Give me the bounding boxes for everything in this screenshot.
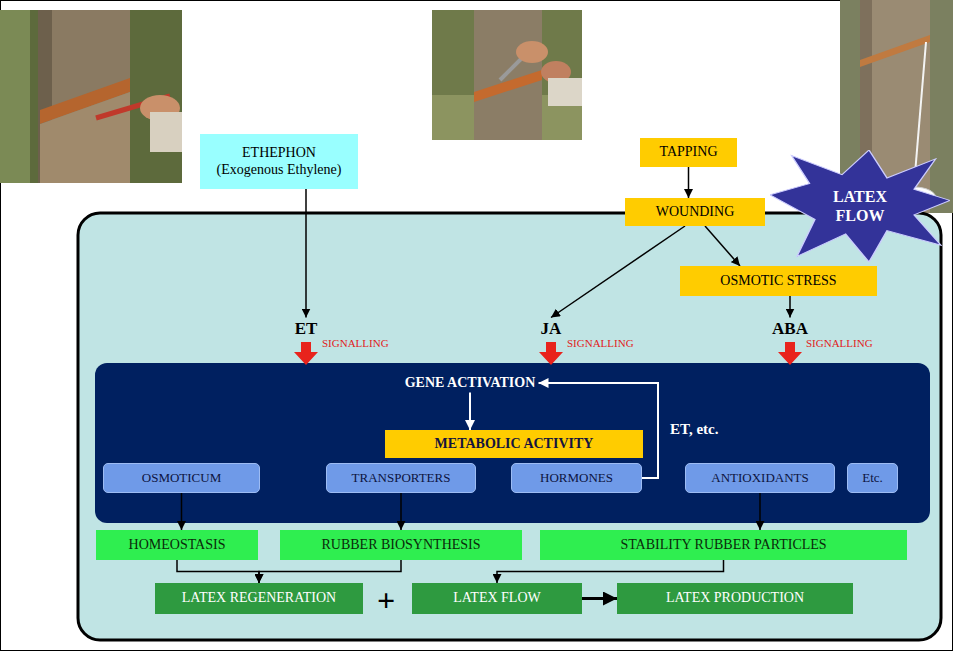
star-outline: [770, 150, 950, 262]
node-text: (Exogenous Ethylene): [217, 162, 342, 179]
node-text: HORMONES: [540, 470, 613, 486]
outcome-box: RUBBER BIOSYNTHESIS: [280, 530, 522, 560]
connector-arrow: [789, 296, 791, 318]
node-text: LATEX PRODUCTION: [666, 590, 804, 607]
node-text: ABA: [772, 319, 808, 339]
component-box: TRANSPORTERS: [326, 463, 476, 493]
node-text: OSMOTICUM: [142, 470, 221, 486]
signal-arrow: [294, 342, 318, 365]
star-burst: LATEX FLOW: [770, 150, 950, 262]
component-box: HORMONES: [511, 463, 642, 493]
connector-arrow: [705, 226, 740, 266]
result-box: LATEX REGENERATION: [155, 583, 363, 614]
node-text: LATEX FLOW: [453, 590, 541, 607]
node-text: ANTIOXIDANTS: [711, 470, 809, 486]
star-shape: [770, 150, 950, 262]
node-text: WOUNDING: [656, 204, 735, 221]
node-text: Etc.: [862, 470, 883, 486]
hormone-label: ABA: [769, 318, 811, 341]
signal-label: SIGNALLING: [806, 337, 873, 349]
process-box: METABOLIC ACTIVITY: [385, 430, 643, 458]
node-text: LATEX REGENERATION: [182, 590, 336, 607]
node-text: RUBBER BIOSYNTHESIS: [321, 537, 480, 554]
node-text: LATEX FLOW: [818, 187, 902, 225]
connector-arrow: [582, 597, 617, 600]
signal-arrow: [778, 342, 802, 365]
hormone-label: JA: [538, 318, 565, 341]
connector-arrow: [400, 493, 402, 530]
process-heading: GENE ACTIVATION: [402, 374, 539, 393]
gene-panel: [95, 363, 930, 523]
node-text: OSMOTIC STRESS: [720, 273, 836, 290]
connector-arrow: [551, 226, 685, 318]
outcome-box: HOMEOSTASIS: [96, 530, 258, 560]
connector-arrow: [305, 189, 307, 318]
component-box: OSMOTICUM: [103, 463, 260, 493]
node-text: ETHEPHON: [242, 145, 316, 162]
connector-arrow: [259, 560, 401, 583]
component-box: ANTIOXIDANTS: [685, 463, 835, 493]
outcome-box: STABILITY RUBBER PARTICLES: [540, 530, 907, 560]
result-box: LATEX PRODUCTION: [617, 583, 853, 614]
cell-frame: [78, 213, 941, 640]
plus-sign: +: [377, 583, 395, 618]
result-box: LATEX FLOW: [412, 583, 582, 614]
signal-label: SIGNALLING: [567, 337, 634, 349]
connector-arrow: [497, 560, 724, 583]
node-text: TAPPING: [660, 144, 718, 161]
signal-arrow: [539, 342, 563, 365]
hormone-label: ET: [292, 318, 321, 341]
connector-arrow: [177, 560, 259, 583]
node-text: HOMEOSTASIS: [129, 537, 226, 554]
node-text: GENE ACTIVATION: [405, 375, 536, 392]
photo-tapping: [432, 10, 582, 140]
edge-label: ET, etc.: [668, 421, 720, 438]
photo-ethephon: [0, 10, 182, 183]
process-box: WOUNDING: [625, 198, 765, 226]
connector-arrow: [469, 393, 471, 431]
connector-arrow: [181, 493, 183, 530]
node-text: STABILITY RUBBER PARTICLES: [620, 537, 826, 554]
signal-label: SIGNALLING: [322, 337, 389, 349]
component-box: Etc.: [847, 463, 898, 493]
process-box: OSMOTIC STRESS: [680, 266, 877, 296]
connector-arrow: [688, 167, 690, 198]
node-text: TRANSPORTERS: [352, 470, 451, 486]
node-text: JA: [541, 319, 562, 339]
node-text: ET: [295, 319, 318, 339]
process-box: TAPPING: [640, 138, 737, 167]
connector-arrow: [759, 493, 761, 530]
node-text: METABOLIC ACTIVITY: [435, 436, 594, 453]
input-box: ETHEPHON(Exogenous Ethylene): [200, 134, 358, 189]
